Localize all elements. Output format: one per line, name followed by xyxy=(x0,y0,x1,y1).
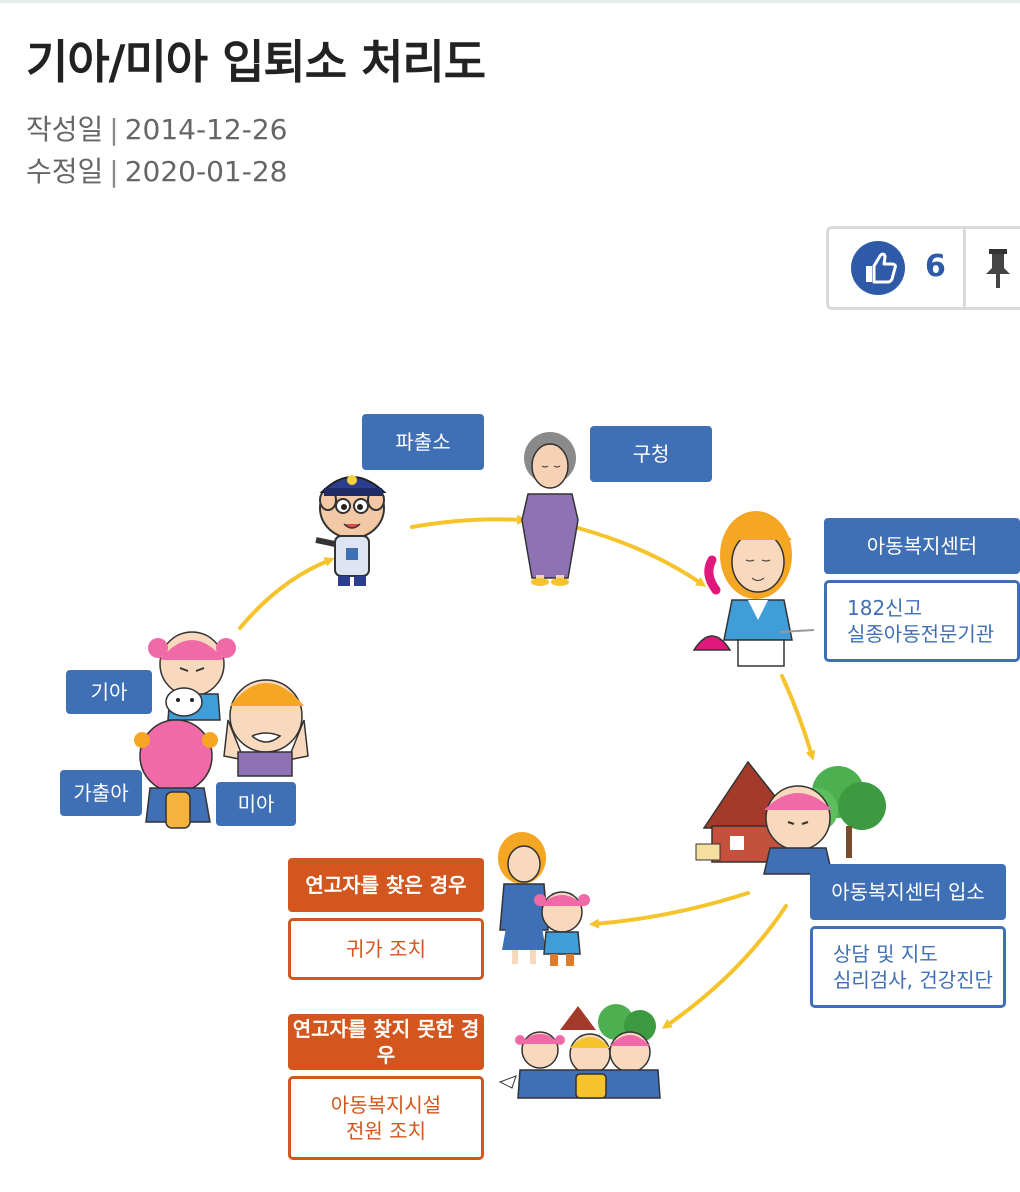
child-center-detail: 182신고 실종아동전문기관 xyxy=(824,580,1020,662)
welfare-facility-illustration xyxy=(498,1004,661,1099)
guardian-found-label: 연고자를 찾은 경우 xyxy=(288,858,484,912)
page-title: 기아/미아 입퇴소 처리도 xyxy=(26,35,486,89)
return-home-label: 귀가 조치 xyxy=(288,918,484,980)
lost-child-label: 미아 xyxy=(216,782,296,826)
police-officer-illustration xyxy=(315,475,387,586)
flow-arrows xyxy=(238,514,816,1029)
district-officer-illustration xyxy=(521,432,579,586)
guardian-return-illustration xyxy=(498,832,590,966)
runaway-label: 가출아 xyxy=(60,770,142,816)
children-illustration xyxy=(134,631,309,829)
arrow-admission-to-transfer xyxy=(661,904,788,1029)
abandoned-child-label: 기아 xyxy=(66,670,152,714)
arrow-police-to-district xyxy=(410,514,527,529)
created-label: 작성일 xyxy=(26,113,104,146)
top-divider xyxy=(0,0,1020,3)
child-center-label: 아동복지센터 xyxy=(824,518,1020,574)
modified-date-row: 수정일|2020-01-28 xyxy=(26,150,287,190)
created-date: 2014-12-26 xyxy=(124,113,288,146)
arrow-admission-to-return xyxy=(589,891,750,929)
modified-date: 2020-01-28 xyxy=(124,155,288,188)
like-count: 6 xyxy=(925,249,946,284)
pin-icon[interactable] xyxy=(981,247,1015,295)
admission-label: 아동복지센터 입소 xyxy=(810,864,1006,920)
thumbs-up-icon[interactable] xyxy=(851,241,905,295)
welfare-center-illustration xyxy=(695,760,886,875)
transfer-label: 아동복지시설 전원 조치 xyxy=(288,1076,484,1160)
like-divider xyxy=(963,229,966,307)
guardian-not-found-label: 연고자를 찾지 못한 경우 xyxy=(288,1014,484,1070)
admission-detail: 상담 및 지도 심리검사, 건강진단 xyxy=(810,926,1006,1008)
arrow-children-to-police xyxy=(238,557,335,630)
modified-label: 수정일 xyxy=(26,155,104,188)
separator: | xyxy=(109,113,119,146)
like-widget: 6 xyxy=(826,226,1020,310)
created-date-row: 작성일|2014-12-26 xyxy=(26,108,287,148)
arrow-district-to-center xyxy=(576,526,707,587)
separator: | xyxy=(109,155,119,188)
police-box-label: 파출소 xyxy=(362,414,484,470)
phone-operator-illustration xyxy=(692,511,815,667)
district-office-label: 구청 xyxy=(590,426,712,482)
arrow-center-to-admission xyxy=(780,674,816,761)
